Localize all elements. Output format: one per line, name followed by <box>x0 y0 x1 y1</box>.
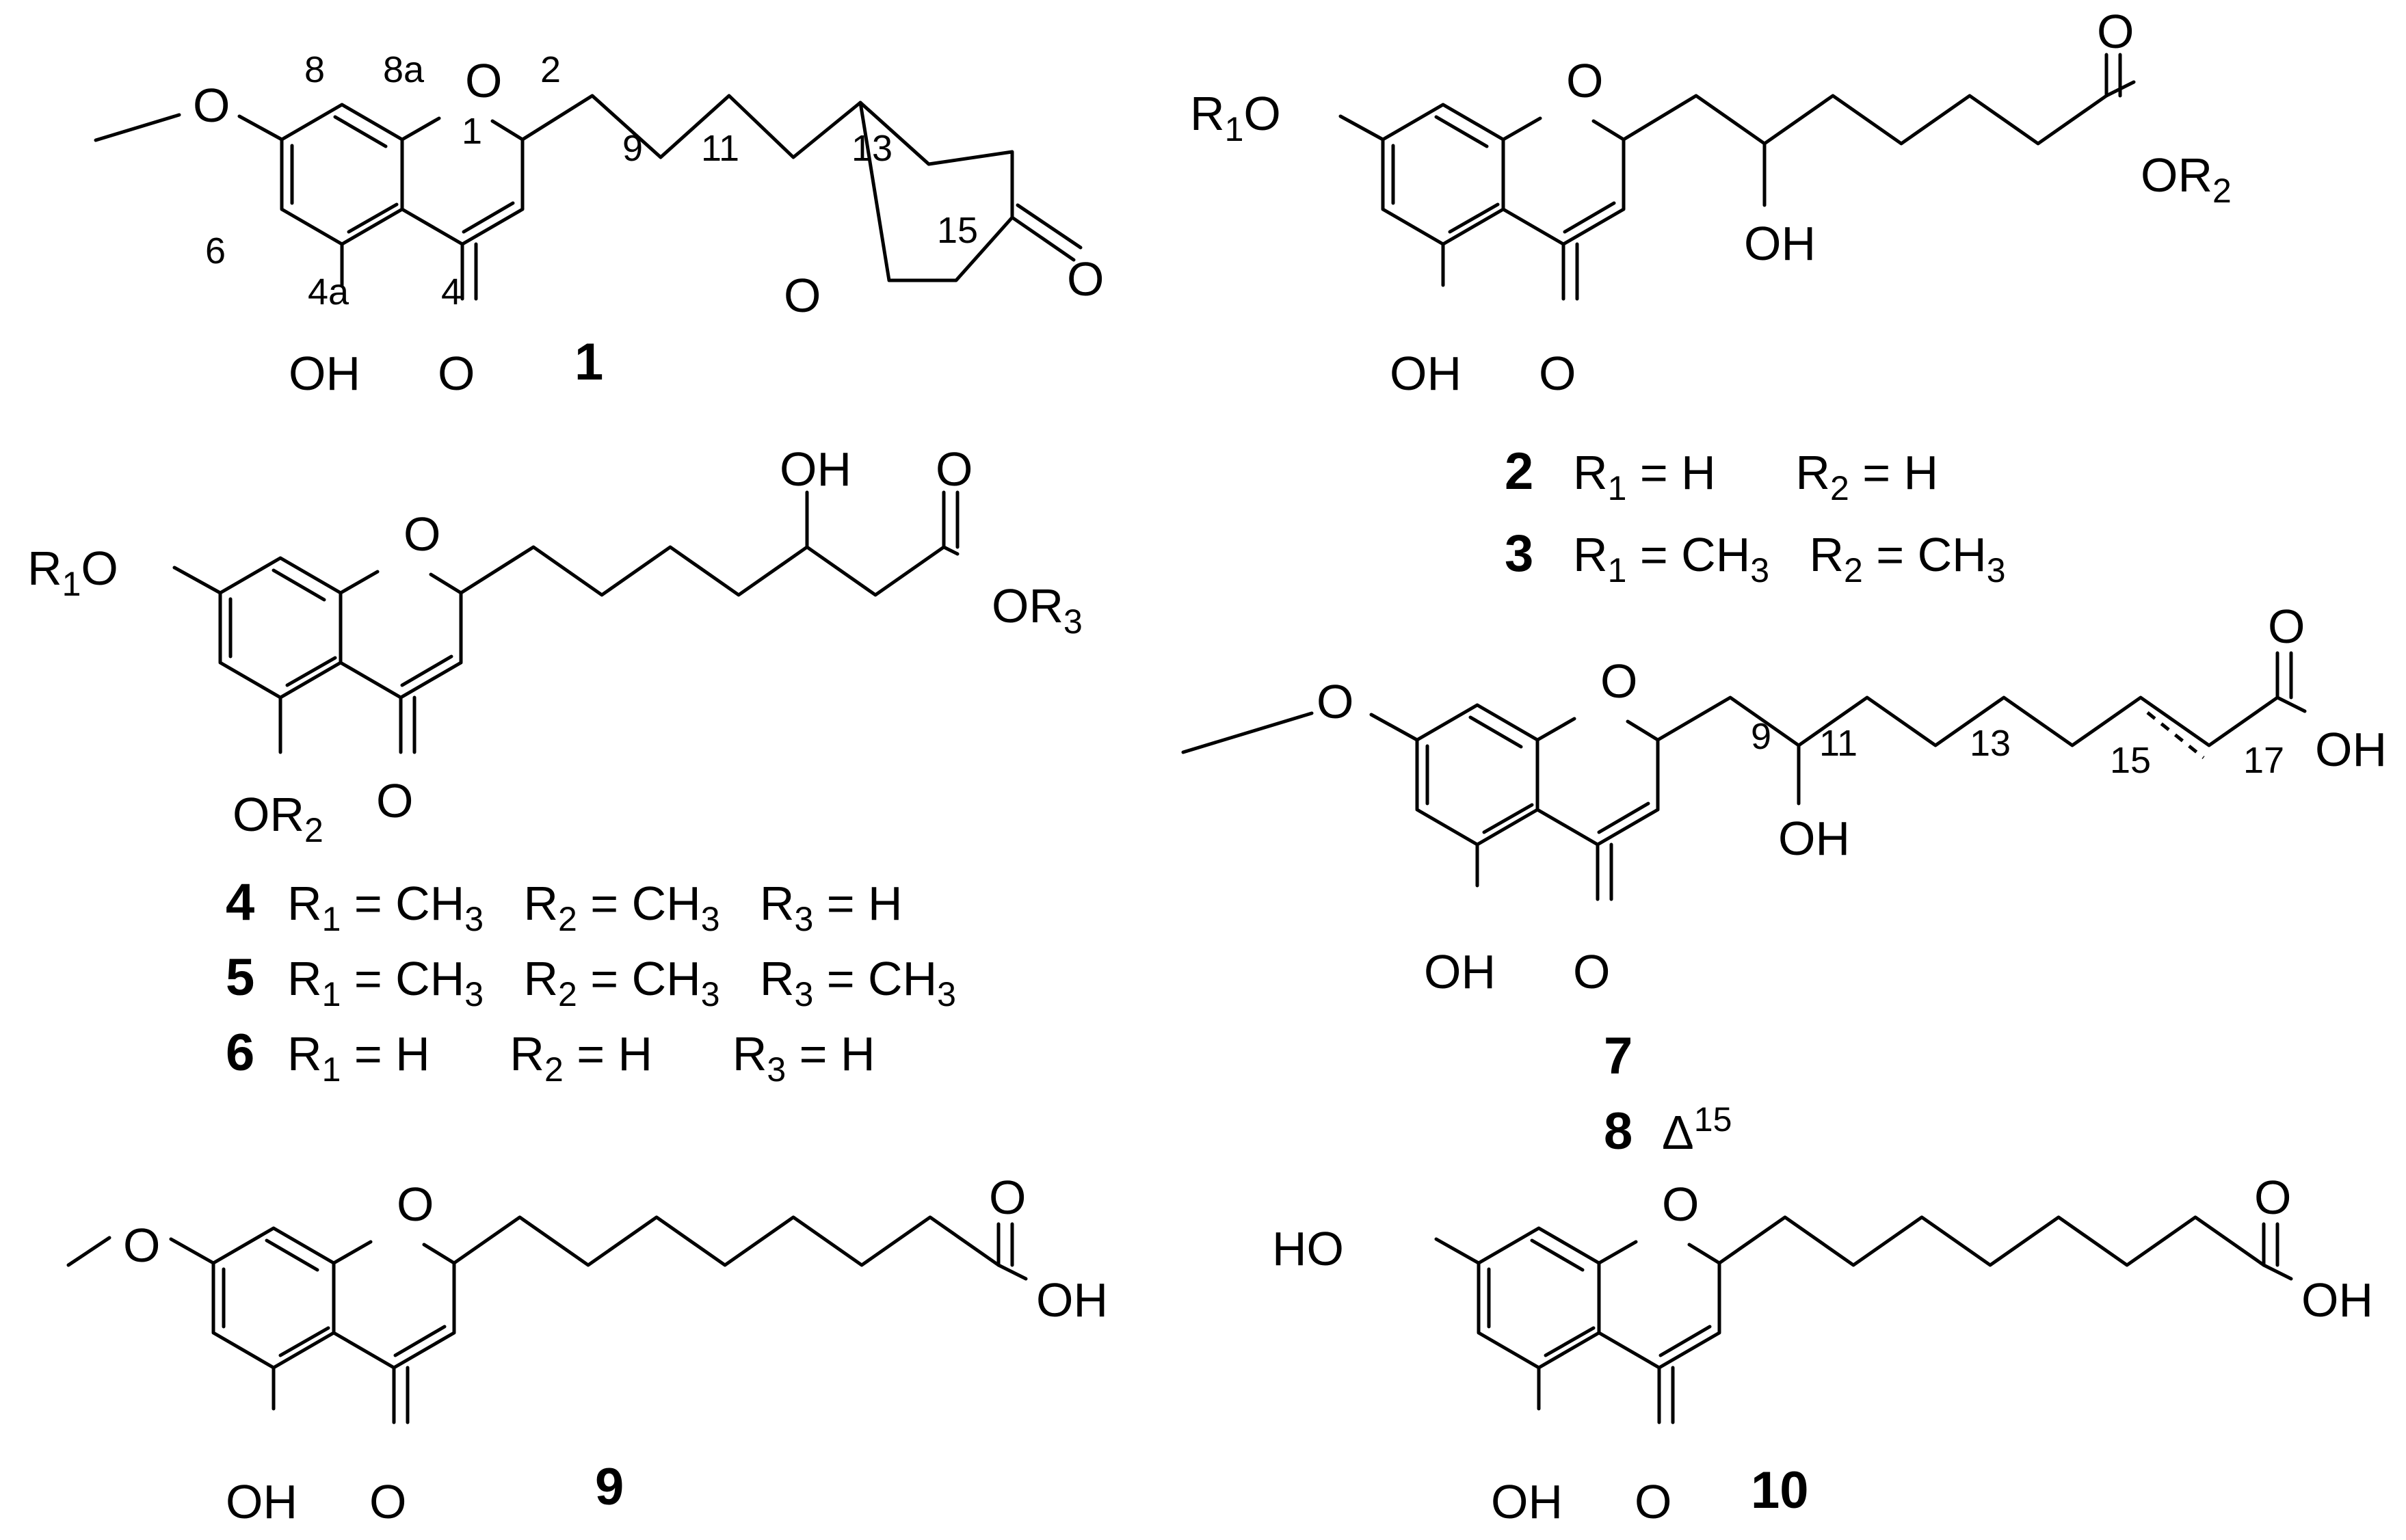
compound-9-carbonyl-oxygen: O <box>369 1475 406 1528</box>
compound-7-8-carbonyl-oxygen: O <box>1573 945 1610 998</box>
compound-2-3-OR2: OR2​ <box>2141 148 2232 210</box>
compound-label-3: 3 <box>1505 525 1533 583</box>
compound-10-acid-carbonyl-oxygen: O <box>2254 1171 2291 1224</box>
compound-10-acid-hydroxyl: OH <box>2301 1273 2373 1327</box>
substituents-compound-5: R1​ = CH3​ R2​ = CH3​ R3​ = CH3​ <box>287 952 956 1013</box>
locant-9: 9 <box>622 128 643 169</box>
compound-9-hydroxyl: OH <box>226 1475 298 1528</box>
compound-2-3-acid-carbonyl-oxygen: O <box>2097 5 2134 58</box>
locant-7-9: 9 <box>1751 716 1771 757</box>
substituents-compound-2: R1​ = H R2​ = H <box>1573 446 1938 507</box>
compound-label-8: 8 <box>1604 1102 1632 1160</box>
compound-10-hydroxyl: OH <box>1491 1475 1563 1528</box>
locant-7-15: 15 <box>2110 740 2151 781</box>
compound-4-6-OR2: OR2​ <box>233 788 323 849</box>
locant-1: 1 <box>462 111 482 152</box>
compound-label-2: 2 <box>1505 442 1533 501</box>
locant-15: 15 <box>937 210 978 251</box>
compound-label-6: 6 <box>226 1024 254 1082</box>
compound-10-carbonyl-oxygen: O <box>1635 1475 1671 1528</box>
compound-1-ring-oxygen: O <box>465 54 502 107</box>
compound-1-hydroxyl: OH <box>289 347 360 400</box>
compound-7-8-acid-hydroxyl: OH <box>2315 723 2387 776</box>
structure-compound-4-5-6 <box>172 490 960 754</box>
compound-9-acid-hydroxyl: OH <box>1036 1273 1108 1327</box>
compound-9-methoxy-oxygen: O <box>123 1219 160 1272</box>
structure-compound-9 <box>66 1215 1028 1422</box>
compound-7-8-ring-oxygen: O <box>1600 654 1637 708</box>
compound-4-6-acid-carbonyl-oxygen: O <box>936 442 973 496</box>
compound-1-methoxy-oxygen: O <box>193 79 230 132</box>
substituents-compound-6: R1​ = H R2​ = H R3​ = H <box>287 1027 875 1089</box>
compound-4-6-ring-oxygen: O <box>404 507 440 561</box>
compound-4-6-side-hydroxyl: OH <box>780 442 851 496</box>
compound-1-lactone-ring-oxygen: O <box>784 269 821 322</box>
compound-2-3-ring-oxygen: O <box>1566 54 1603 107</box>
compound-2-3-carbonyl-oxygen: O <box>1539 347 1576 400</box>
locant-6: 6 <box>205 230 226 271</box>
compound-4-6-carbonyl-oxygen: O <box>376 774 413 827</box>
compound-9-ring-oxygen: O <box>397 1178 434 1231</box>
compound-label-5: 5 <box>226 948 254 1007</box>
compound-label-10: 10 <box>1751 1461 1809 1519</box>
substituents-compound-3: R1​ = CH3​ R2​ = CH3​ <box>1573 528 2006 589</box>
compound-1-lactone-carbonyl-oxygen: O <box>1067 252 1104 306</box>
compound-label-7: 7 <box>1604 1027 1632 1085</box>
compound-4-6-R1O: R1​O <box>27 542 118 603</box>
compound-7-8-hydroxyl: OH <box>1424 945 1496 998</box>
compound-label-1: 1 <box>574 333 603 391</box>
structure-compound-7-8 <box>1181 651 2307 899</box>
compound-2-3-R1O: R1​O <box>1190 87 1281 148</box>
structure-compound-1 <box>94 94 1083 299</box>
locant-8: 8 <box>304 49 325 90</box>
locant-4a: 4a <box>308 271 349 313</box>
locant-11: 11 <box>701 128 739 169</box>
locant-7-11: 11 <box>1819 723 1858 764</box>
compound-10-ring-oxygen: O <box>1662 1178 1699 1231</box>
compound-7-8-acid-carbonyl-oxygen: O <box>2268 600 2305 653</box>
substituents-compound-8: Δ15​ <box>1662 1100 1732 1159</box>
compound-7-8-side-hydroxyl: OH <box>1778 812 1850 865</box>
compound-9-acid-carbonyl-oxygen: O <box>989 1171 1026 1224</box>
locant-8a: 8a <box>383 49 425 90</box>
compound-2-3-hydroxyl: OH <box>1390 347 1462 400</box>
compound-label-4: 4 <box>226 873 254 931</box>
compound-label-9: 9 <box>595 1458 624 1516</box>
compound-10-7-hydroxyl: HO <box>1272 1222 1344 1275</box>
locant-13: 13 <box>851 128 893 169</box>
compound-2-3-side-hydroxyl: OH <box>1744 217 1816 270</box>
locant-4: 4 <box>441 271 462 313</box>
structure-compound-2-3 <box>1338 53 2136 299</box>
compound-7-8-methoxy-oxygen: O <box>1317 675 1353 728</box>
compound-1-carbonyl-oxygen: O <box>438 347 475 400</box>
locant-7-13: 13 <box>1970 723 2011 764</box>
locant-2: 2 <box>540 49 561 90</box>
substituents-compound-4: R1​ = CH3​ R2​ = CH3​ R3​ = H <box>287 877 903 938</box>
compound-4-6-OR3: OR3​ <box>992 579 1083 641</box>
locant-7-17: 17 <box>2243 740 2284 781</box>
structure-compound-10 <box>1434 1215 2293 1422</box>
